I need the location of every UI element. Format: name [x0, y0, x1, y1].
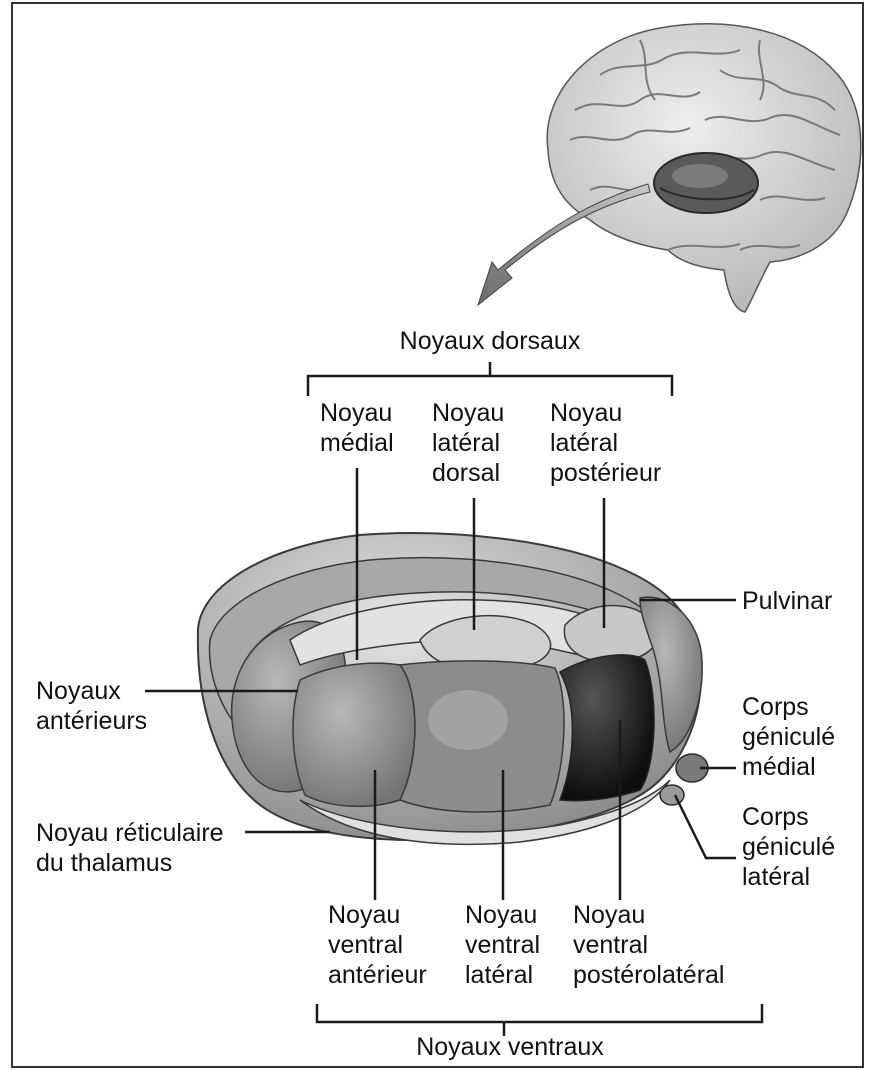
label-lateral-geniculate-line2: géniculé	[742, 832, 835, 862]
label-anterior-line2: antérieurs	[36, 706, 147, 736]
label-ventral-anterior-nucleus: Noyau ventral antérieur	[328, 900, 427, 990]
label-lateral-posterior-nucleus: Noyau latéral postérieur	[550, 398, 661, 488]
brain-illustration	[547, 24, 861, 312]
leader-lateral-geniculate	[675, 795, 736, 858]
label-ventral-posterolateral-line3: postérolatéral	[573, 960, 724, 990]
thalamus-illustration	[198, 533, 708, 844]
label-ventral-nuclei: Noyaux ventraux	[390, 1032, 630, 1062]
label-ventral-posterolateral-line1: Noyau	[573, 900, 724, 930]
label-lateral-dorsal-nucleus: Noyau latéral dorsal	[432, 398, 504, 488]
label-medial-geniculate-line2: géniculé	[742, 722, 835, 752]
lateral-geniculate-shape	[660, 785, 684, 805]
label-ventral-lateral-line3: latéral	[465, 960, 540, 990]
label-reticular-nucleus: Noyau réticulaire du thalamus	[36, 818, 224, 878]
label-pulvinar: Pulvinar	[742, 586, 832, 616]
label-ventral-lateral-nucleus: Noyau ventral latéral	[465, 900, 540, 990]
label-lateral-geniculate-line3: latéral	[742, 862, 835, 892]
label-medial-nucleus: Noyau médial	[320, 398, 394, 458]
label-ventral-anterior-line1: Noyau	[328, 900, 427, 930]
label-lateral-posterior-line3: postérieur	[550, 458, 661, 488]
label-ventral-posterolateral-line2: ventral	[573, 930, 724, 960]
label-anterior-line1: Noyaux	[36, 676, 147, 706]
label-lateral-posterior-line2: latéral	[550, 428, 661, 458]
label-ventral-anterior-line2: ventral	[328, 930, 427, 960]
label-dorsal-nuclei: Noyaux dorsaux	[370, 326, 610, 356]
label-ventral-lateral-line2: ventral	[465, 930, 540, 960]
label-lateral-geniculate-line1: Corps	[742, 802, 835, 832]
label-lateral-geniculate: Corps géniculé latéral	[742, 802, 835, 892]
label-lateral-dorsal-line3: dorsal	[432, 458, 504, 488]
label-ventral-lateral-line1: Noyau	[465, 900, 540, 930]
dorsal-bracket	[308, 362, 672, 396]
label-lateral-dorsal-line1: Noyau	[432, 398, 504, 428]
label-reticular-line2: du thalamus	[36, 848, 224, 878]
label-medial-line1: Noyau	[320, 398, 394, 428]
label-medial-line2: médial	[320, 428, 394, 458]
label-medial-geniculate-line1: Corps	[742, 692, 835, 722]
label-anterior-nuclei: Noyaux antérieurs	[36, 676, 147, 736]
label-ventral-anterior-line3: antérieur	[328, 960, 427, 990]
label-reticular-line1: Noyau réticulaire	[36, 818, 224, 848]
label-ventral-posterolateral-nucleus: Noyau ventral postérolatéral	[573, 900, 724, 990]
label-lateral-posterior-line1: Noyau	[550, 398, 661, 428]
label-medial-geniculate: Corps géniculé médial	[742, 692, 835, 782]
label-medial-geniculate-line3: médial	[742, 752, 835, 782]
label-lateral-dorsal-line2: latéral	[432, 428, 504, 458]
